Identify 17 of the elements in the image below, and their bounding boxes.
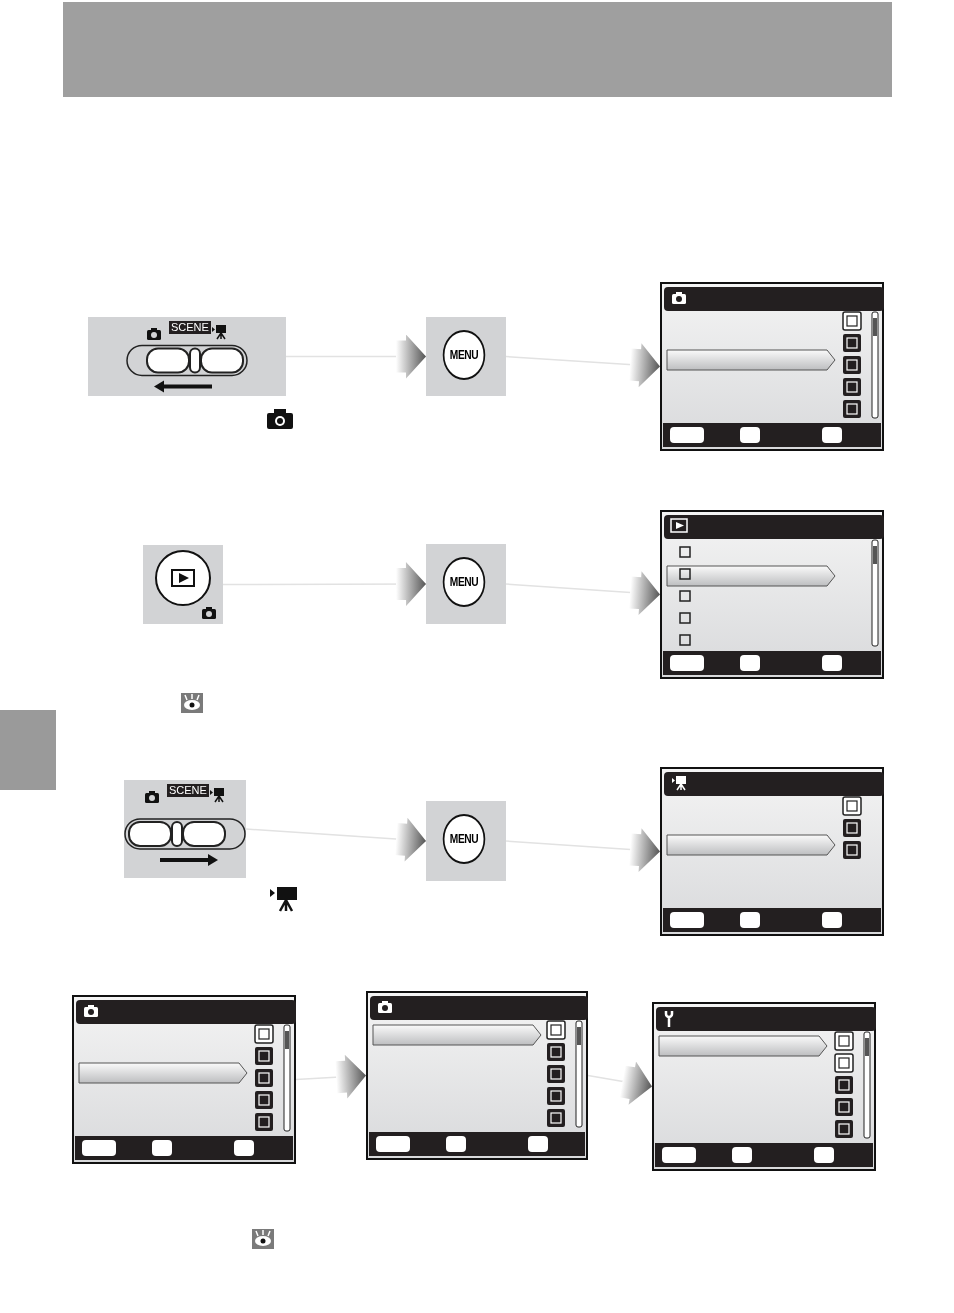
mode-switch-panel xyxy=(88,317,286,396)
button-panel xyxy=(143,545,223,624)
menu-screen-drawing xyxy=(366,991,588,1160)
menu-button: MENU xyxy=(442,557,486,607)
menu-screen-drawing xyxy=(652,1002,876,1171)
menu-screen-drawing xyxy=(660,510,884,679)
menu-screen-drawing xyxy=(660,767,884,936)
mode-label: SCENE xyxy=(167,784,209,797)
mode-switch-panel xyxy=(124,780,246,878)
menu-screen-drawing xyxy=(660,282,884,451)
menu-button: MENU xyxy=(442,330,486,380)
button-panel xyxy=(426,544,506,624)
button-panel xyxy=(426,317,506,396)
mode-label: SCENE xyxy=(169,321,211,334)
menu-screen-drawing xyxy=(72,995,296,1164)
button-panel xyxy=(426,801,506,881)
menu-button: MENU xyxy=(442,814,486,864)
